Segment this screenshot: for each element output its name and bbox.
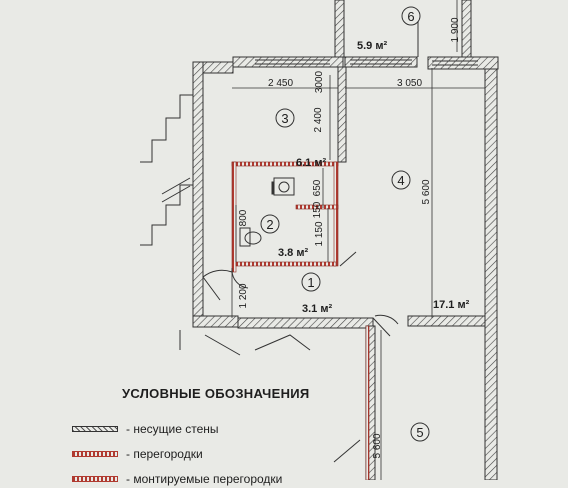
room-labels: 1 3.1 м² 2 3.8 м² 3 6.1 м² 4 17.1 м² 5 6… xyxy=(260,6,470,442)
outer-contour xyxy=(140,22,419,463)
mounted-partition-swatch xyxy=(72,476,118,482)
legend-label: - перегородки xyxy=(126,447,203,461)
dimension-5600-room4: 5 600 xyxy=(421,179,432,204)
dimension-1900: 1 900 xyxy=(450,17,461,42)
dimension-1150: 1 150 xyxy=(314,221,325,246)
legend-title: УСЛОВНЫЕ ОБОЗНАЧЕНИЯ xyxy=(122,386,310,401)
partition-swatch xyxy=(72,451,118,457)
dimension-2450: 2 450 xyxy=(268,78,293,89)
dimension-650: 650 xyxy=(312,179,323,196)
dimension-lines xyxy=(231,0,485,480)
partitions xyxy=(231,161,370,480)
dimension-1200: 1 200 xyxy=(238,283,249,308)
room-number: 4 xyxy=(397,173,404,188)
windows xyxy=(255,59,478,66)
doors xyxy=(202,251,399,337)
dimension-texts: 1 900 2 450 3000 3 050 2 400 5 600 650 1… xyxy=(238,17,461,458)
room-area: 6.1 м² xyxy=(296,157,326,169)
room-number: 6 xyxy=(407,9,414,24)
bearing-wall-swatch xyxy=(72,426,118,432)
dimension-3050: 3 050 xyxy=(397,78,422,89)
room-number: 5 xyxy=(416,425,423,440)
dimension-3000: 3000 xyxy=(314,70,325,93)
legend-label: - монтируемые перегородки xyxy=(126,472,283,486)
dimension-800: 800 xyxy=(238,209,249,226)
room-area: 3.1 м² xyxy=(302,303,332,315)
dimension-150: 150 xyxy=(312,201,323,218)
room-area: 3.8 м² xyxy=(278,247,308,259)
dimension-5600-room5: 5 600 xyxy=(372,433,383,458)
room-area: 17.1 м² xyxy=(433,299,470,311)
room-number: 1 xyxy=(307,275,314,290)
room-area: 5.9 м² xyxy=(357,40,387,52)
room-number: 3 xyxy=(281,111,288,126)
legend-label: - несущие стены xyxy=(126,422,219,436)
room-number: 2 xyxy=(266,217,273,232)
dimension-2400: 2 400 xyxy=(313,107,324,132)
bearing-walls xyxy=(192,0,499,480)
bathroom-fixtures xyxy=(239,177,295,247)
